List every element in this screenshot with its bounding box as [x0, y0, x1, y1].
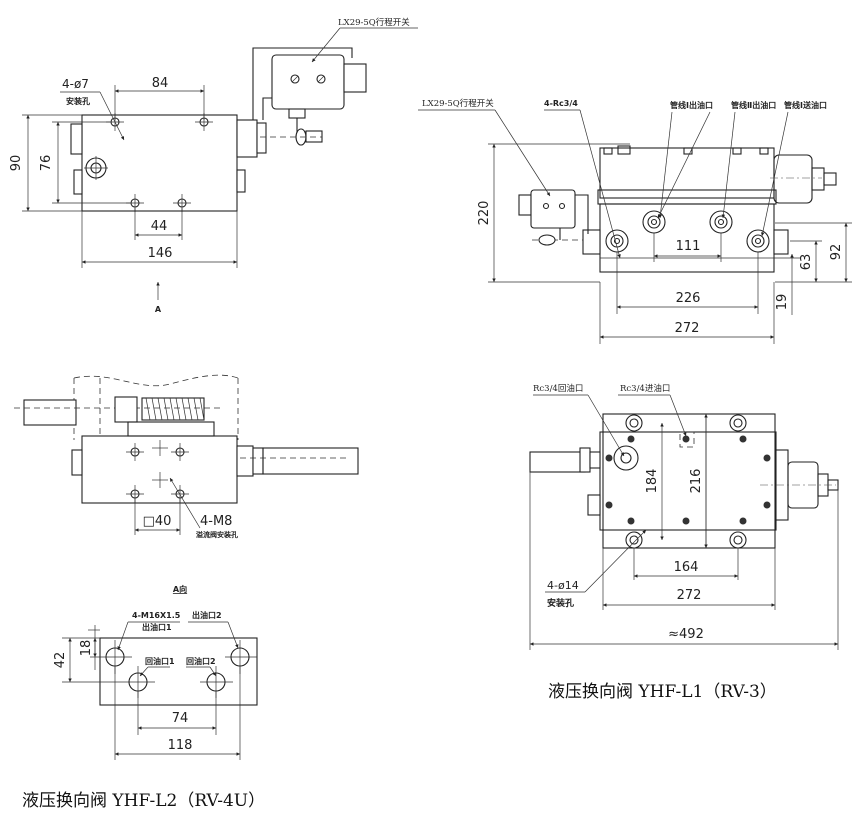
- l1-mount-holes: [625, 414, 747, 549]
- l1-port-callout: 4-Rc3/4: [544, 99, 578, 108]
- a-view-title: A向: [173, 584, 187, 594]
- l2-spring: [141, 397, 205, 421]
- dim-74: 74: [172, 711, 189, 726]
- view-a-marker: A: [155, 305, 162, 314]
- l2-hole-note: 安装孔: [66, 96, 90, 106]
- l2-side-switch-arm: [262, 447, 359, 475]
- dim-492: ≈492: [668, 627, 704, 642]
- dim-44: 44: [151, 219, 168, 234]
- l2-valve-body: [81, 114, 238, 212]
- dim-92: 92: [829, 244, 844, 261]
- l1-port-label-1: 管线Ⅰ出油口: [670, 100, 713, 110]
- a-view-outlet-1: 出油口1: [142, 622, 172, 632]
- l2-side-rod-end: [23, 399, 77, 426]
- l1-port-label-3: 管线Ⅰ送油口: [784, 100, 827, 110]
- l1-hole-note: 安装孔: [547, 597, 574, 609]
- l1-top-switch-arm: [529, 451, 586, 473]
- l2-thread-callout: 4-M8: [200, 514, 232, 529]
- dim-146: 146: [148, 246, 173, 261]
- l1-port-label-2: 管线Ⅱ出油口: [731, 100, 776, 110]
- l1-ports: [605, 210, 770, 253]
- l1-cylinder: [773, 154, 813, 204]
- l1-return-port-label: Rc3/4回油口: [533, 383, 583, 394]
- a-view-thread-callout: 4-M16X1.5: [132, 611, 181, 620]
- l2-mount-holes: [106, 113, 213, 212]
- dim-76: 76: [39, 155, 54, 172]
- l2-hole-callout: 4-ø7: [62, 77, 89, 91]
- a-view-body: [99, 637, 258, 706]
- dim-272-top: 272: [677, 588, 702, 603]
- dim-226: 226: [676, 291, 701, 306]
- dim-square-40: □40: [143, 514, 172, 529]
- l2-limit-switch: [252, 47, 367, 146]
- l2-right-nut: [236, 169, 246, 193]
- dim-118: 118: [168, 738, 193, 753]
- dim-63: 63: [799, 254, 814, 271]
- l1-return-port: [613, 445, 639, 471]
- l2-left-nut-bottom: [73, 169, 83, 195]
- dim-184: 184: [645, 469, 660, 494]
- dim-42: 42: [53, 652, 68, 669]
- l1-bolts: [605, 435, 771, 525]
- l1-hole-callout: 4-ø14: [547, 579, 579, 592]
- a-view-outlet-2: 出油口2: [192, 610, 222, 620]
- l1-front-view: LX29-5Q行程开关 4-Rc3/4 管线Ⅰ出油口 管线Ⅱ出油口 管线Ⅰ送油口…: [418, 98, 852, 344]
- l2-left-nut-top: [70, 123, 83, 155]
- dim-216: 216: [689, 469, 704, 494]
- l1-mount-plate: [602, 413, 776, 549]
- dim-111: 111: [676, 239, 701, 254]
- l2-title: 液压换向阀 YHF-L2（RV-4U）: [22, 791, 265, 811]
- l2-thread-note: 溢流阀安装孔: [196, 530, 238, 539]
- l2-front-view: 84 90 76 44 146 4-ø7 安装孔 LX29-5Q行程开关: [9, 17, 418, 314]
- l2-front-dimensions: 84 90 76 44 146: [9, 76, 238, 268]
- l1-inlet-port-label: Rc3/4进油口: [620, 383, 670, 394]
- dim-220: 220: [477, 201, 492, 226]
- l2-switch-label: LX29-5Q行程开关: [338, 17, 410, 28]
- a-view-return-2: 回油口2: [186, 656, 216, 666]
- dim-18: 18: [79, 640, 94, 657]
- l1-limit-switch: [518, 189, 589, 246]
- l2-right-fitting: [236, 119, 258, 158]
- dim-19: 19: [775, 294, 790, 311]
- a-view-return-1: 回油口1: [145, 656, 175, 666]
- l1-switch-label: LX29-5Q行程开关: [422, 98, 494, 109]
- dim-272-front: 272: [675, 321, 700, 336]
- l1-top-view: 184 216 164 272 ≈492 Rc3/4回油口 Rc3/4进油口 4…: [529, 383, 839, 650]
- dim-164: 164: [674, 560, 699, 575]
- l2-side-body: [81, 435, 238, 504]
- l2-a-view: A向 18 42 74 118 4-M16X1.5 出油口1 出油口2: [53, 584, 258, 760]
- l1-title: 液压换向阀 YHF-L1（RV-3）: [548, 682, 777, 702]
- dim-84: 84: [152, 76, 169, 91]
- dim-90: 90: [9, 155, 24, 172]
- l2-side-view: □40 4-M8 溢流阀安装孔: [14, 374, 359, 539]
